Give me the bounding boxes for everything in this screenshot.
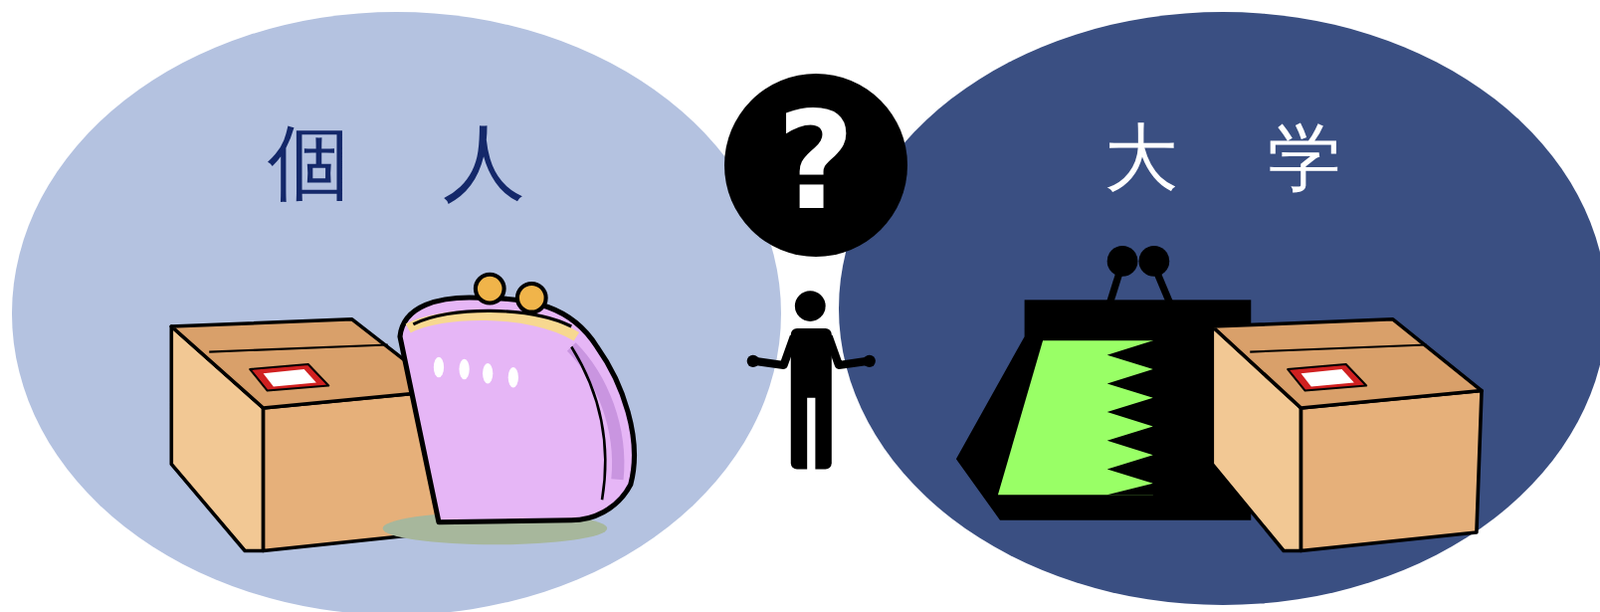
purple-purse xyxy=(383,274,635,546)
question-badge: ? xyxy=(724,73,908,257)
question-mark: ? xyxy=(724,94,908,229)
region-title: 大 学 xyxy=(838,120,1600,195)
shrugging-figure xyxy=(747,290,876,471)
region-title: 個 人 xyxy=(11,121,782,204)
cardboard-box xyxy=(1211,319,1482,552)
green-purse xyxy=(956,245,1251,521)
